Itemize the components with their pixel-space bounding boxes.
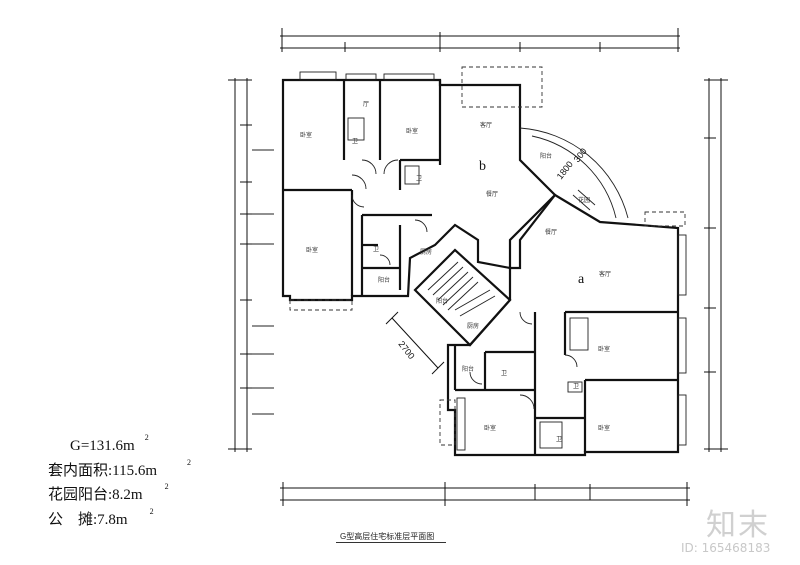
- room-label: 卫: [501, 370, 507, 377]
- unit-b-balconies: [289, 66, 629, 311]
- left-dimension-chain: [228, 78, 252, 452]
- room-label: 卫: [373, 246, 379, 253]
- room-label: 卫: [573, 383, 579, 390]
- room-label: 客厅: [599, 270, 611, 278]
- room-label: 卫: [416, 175, 422, 182]
- room-label: 客厅: [480, 121, 492, 129]
- dimension-2700: 2700: [396, 339, 416, 361]
- room-label: 卧室: [484, 424, 496, 432]
- right-dimension-chain: [704, 78, 728, 452]
- room-label: 卧室: [598, 345, 610, 353]
- area-total-row: G=131.6m 2: [48, 432, 191, 457]
- watermark-logo: 知末: [706, 508, 770, 543]
- unit-label-a: a: [578, 272, 585, 287]
- room-label: 花园: [578, 196, 590, 204]
- room-label: 厨房: [467, 322, 479, 330]
- room-label: 阳台: [540, 152, 552, 160]
- room-label: 卫: [556, 436, 562, 443]
- bottom-dimension-chain: [280, 482, 690, 506]
- unit-a-walls: [446, 193, 680, 457]
- room-label: 厨房: [420, 248, 432, 256]
- room-label: 厅: [363, 101, 369, 108]
- superscript: 2: [187, 457, 192, 467]
- stair-dimension: [385, 311, 445, 375]
- room-label: 餐厅: [486, 190, 498, 198]
- room-label: 阳台: [436, 297, 448, 305]
- unit-a-details: [439, 189, 687, 451]
- room-label: 卫: [352, 138, 358, 145]
- drawing-caption: G型高层住宅标准层平面图: [340, 532, 435, 541]
- room-label: 餐厅: [545, 228, 557, 236]
- unit-label-b: b: [479, 159, 486, 174]
- caption-underline: [336, 542, 446, 543]
- area-garden-row: 花园阳台:8.2m 2: [48, 481, 191, 506]
- top-dimension-chain: [280, 28, 680, 52]
- room-label: 卧室: [300, 131, 312, 139]
- area-inner: 套内面积:115.6m: [48, 462, 158, 479]
- grid-ticks-left: [252, 149, 274, 415]
- room-label: 卧室: [406, 127, 418, 135]
- room-label: 阳台: [462, 365, 474, 373]
- area-shared: 公 摊:7.8m: [48, 511, 128, 528]
- room-label: 卧室: [306, 246, 318, 254]
- area-garden: 花园阳台:8.2m: [48, 487, 143, 503]
- area-total: G=131.6m: [70, 438, 135, 454]
- unit-b-doors: [347, 117, 428, 266]
- area-summary: G=131.6m 2 套内面积:115.6m 2 花园阳台:8.2m 2 公 摊:7.…: [48, 432, 191, 530]
- room-label: 阳台: [378, 276, 390, 284]
- superscript: 2: [144, 433, 149, 442]
- area-inner-row: 套内面积:115.6m 2: [48, 457, 191, 482]
- superscript: 2: [164, 482, 169, 491]
- dimension-300: 300: [572, 146, 589, 164]
- superscript: 2: [149, 506, 154, 516]
- room-label: 卧室: [598, 424, 610, 432]
- dimension-1800: 1800: [555, 159, 575, 181]
- watermark-id: ID: 165468183: [681, 541, 771, 555]
- area-shared-row: 公 摊:7.8m 2: [48, 506, 191, 531]
